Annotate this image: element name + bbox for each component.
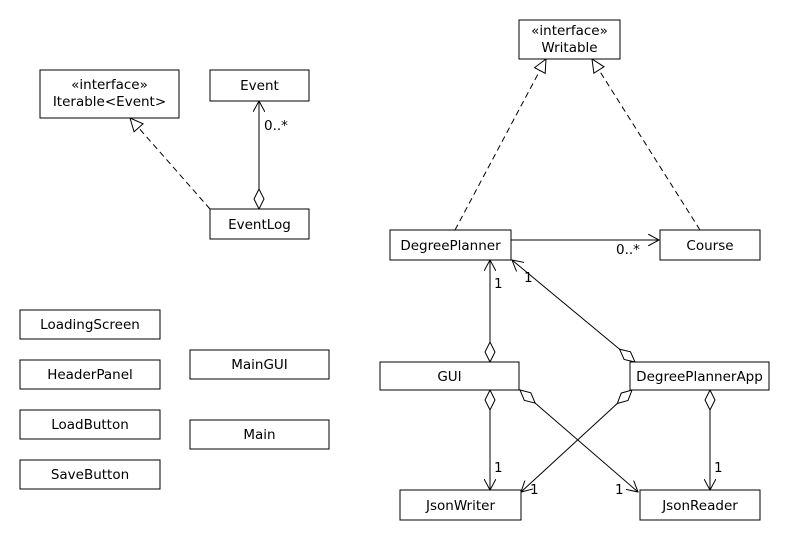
- degreeplannerapp-name: DegreePlannerApp: [636, 369, 763, 385]
- multiplicity-app-jsonwriter: 1: [530, 482, 539, 498]
- multiplicity-eventlog-event: 0..*: [264, 118, 288, 134]
- realization-course-writable: [591, 57, 701, 231]
- degreeplanner-name: DegreePlanner: [400, 238, 501, 254]
- jsonreader-name: JsonReader: [661, 498, 738, 514]
- class-loadbutton[interactable]: LoadButton: [19, 409, 161, 440]
- class-main[interactable]: Main: [189, 419, 330, 450]
- class-writable[interactable]: «interface» Writable: [518, 19, 621, 60]
- class-event[interactable]: Event: [209, 69, 310, 102]
- multiplicity-gui-jsonwriter: 1: [494, 460, 503, 476]
- realization-eventlog-iterable: [129, 117, 211, 210]
- maingui-name: MainGUI: [231, 357, 288, 373]
- class-gui[interactable]: GUI: [379, 361, 520, 391]
- class-jsonreader[interactable]: JsonReader: [639, 489, 761, 521]
- gui-name: GUI: [437, 369, 461, 385]
- jsonwriter-name: JsonWriter: [425, 498, 495, 514]
- main-name: Main: [243, 427, 275, 443]
- class-loadingscreen[interactable]: LoadingScreen: [19, 309, 161, 340]
- event-name: Event: [240, 78, 279, 94]
- class-degreeplannerapp[interactable]: DegreePlannerApp: [629, 361, 770, 391]
- headerpanel-name: HeaderPanel: [47, 367, 133, 383]
- multiplicity-gui-degreeplanner: 1: [494, 276, 503, 292]
- multiplicity-app-jsonreader: 1: [714, 460, 723, 476]
- writable-name: Writable: [541, 40, 597, 56]
- class-degreeplanner[interactable]: DegreePlanner: [389, 229, 512, 261]
- aggregation-app-degreeplanner: [512, 260, 635, 362]
- iterable-stereotype: «interface»: [71, 77, 148, 93]
- eventlog-name: EventLog: [228, 217, 291, 233]
- loadbutton-name: LoadButton: [51, 417, 129, 433]
- multiplicity-degreeplanner-course: 0..*: [616, 242, 640, 258]
- aggregation-app-jsonwriter: [521, 390, 632, 492]
- class-course[interactable]: Course: [659, 229, 761, 261]
- loadingscreen-name: LoadingScreen: [40, 317, 140, 333]
- realization-degreeplanner-writable: [454, 57, 547, 231]
- writable-stereotype: «interface»: [531, 23, 608, 39]
- multiplicity-app-degreeplanner: 1: [524, 270, 533, 286]
- class-jsonwriter[interactable]: JsonWriter: [399, 489, 522, 521]
- class-eventlog[interactable]: EventLog: [209, 208, 310, 240]
- class-headerpanel[interactable]: HeaderPanel: [19, 359, 161, 390]
- iterable-name: Iterable<Event>: [53, 94, 166, 110]
- class-savebutton[interactable]: SaveButton: [19, 459, 161, 490]
- course-name: Course: [686, 238, 733, 254]
- savebutton-name: SaveButton: [51, 467, 129, 483]
- class-iterable[interactable]: «interface» Iterable<Event>: [39, 69, 180, 119]
- multiplicity-gui-jsonreader: 1: [615, 482, 624, 498]
- class-maingui[interactable]: MainGUI: [189, 349, 330, 380]
